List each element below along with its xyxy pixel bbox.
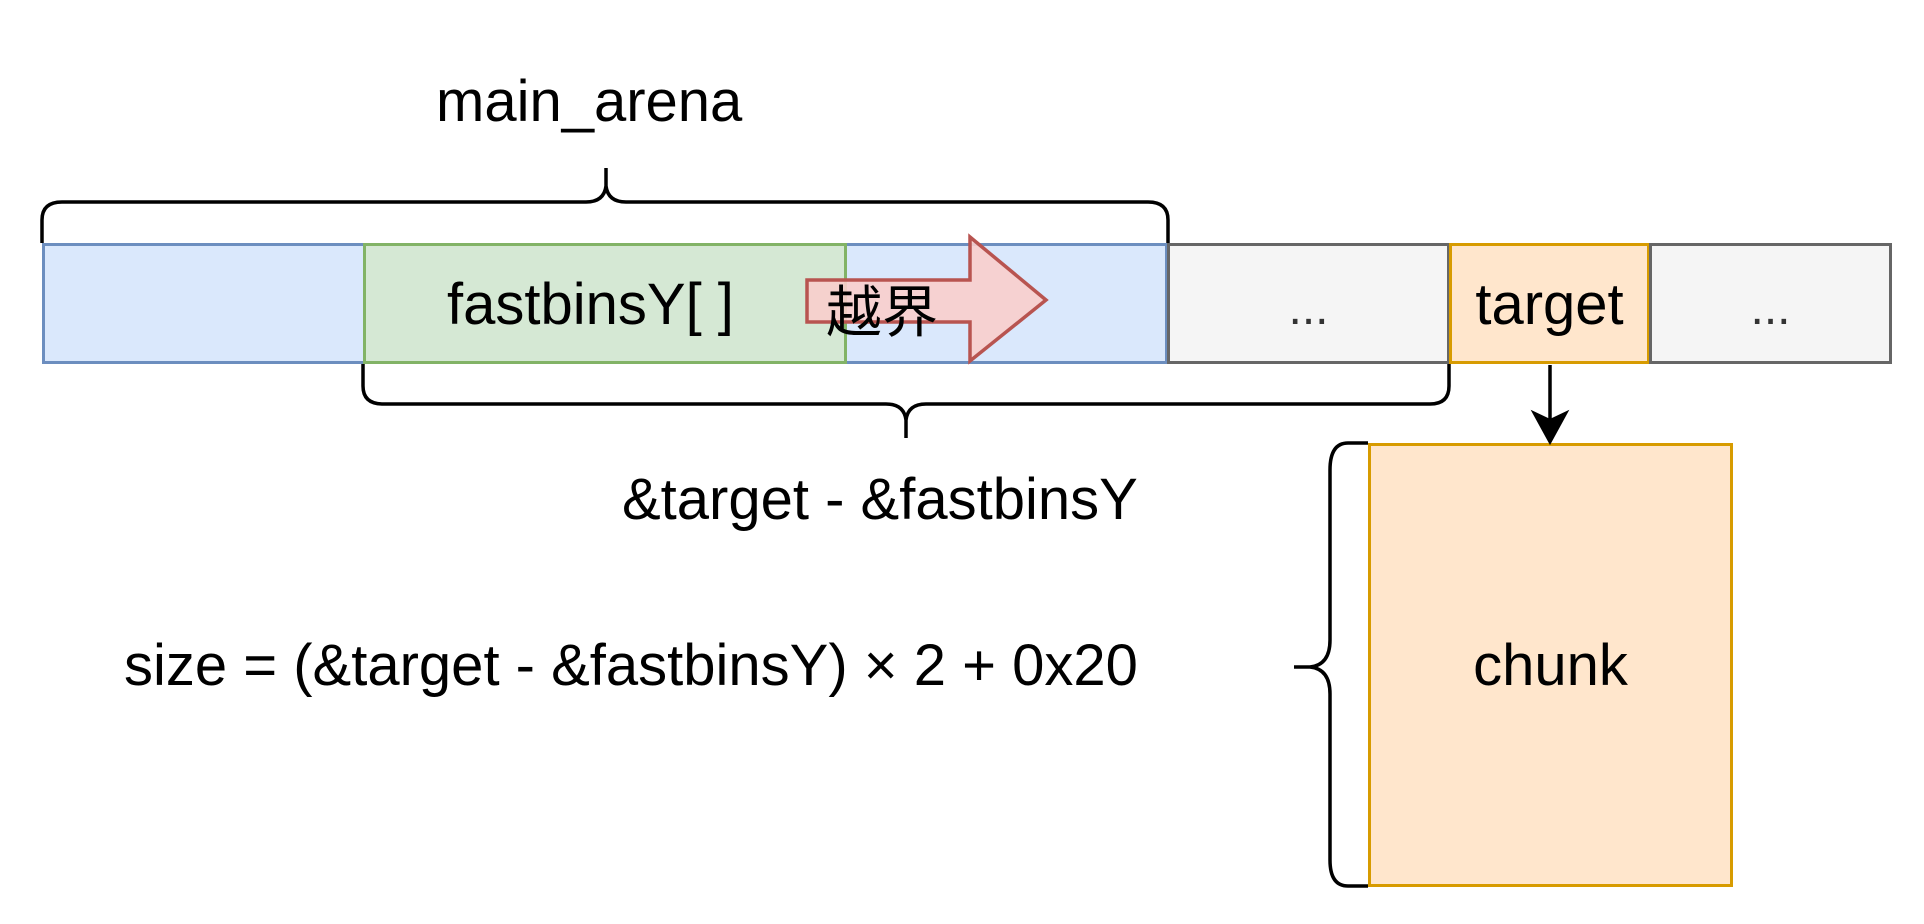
offset-label: &target - &fastbinsY [622, 467, 1138, 532]
main-arena-brace [40, 168, 1170, 243]
fastbins-label: fastbinsY[ ] [447, 272, 734, 337]
target-label: target [1475, 272, 1624, 337]
overflow-arrow-icon [805, 233, 1049, 365]
fastbins-cell: fastbinsY[ ] [363, 243, 847, 364]
gap-cell-2: ... [1649, 243, 1892, 364]
chunk-box: chunk [1368, 443, 1733, 887]
size-formula-label: size = (&target - &fastbinsY) × 2 + 0x20 [124, 633, 1138, 698]
main-arena-label: main_arena [436, 69, 743, 134]
chunk-label: chunk [1473, 632, 1628, 698]
size-brace [1294, 441, 1368, 888]
gap-cell-1: ... [1167, 243, 1450, 364]
overflow-label: 越界 [826, 281, 938, 344]
target-cell: target [1449, 243, 1650, 364]
offset-brace [361, 364, 1451, 438]
gap-1-label: ... [1288, 282, 1329, 335]
gap-2-label: ... [1750, 282, 1791, 335]
pointer-arrowhead-icon [1530, 409, 1570, 446]
